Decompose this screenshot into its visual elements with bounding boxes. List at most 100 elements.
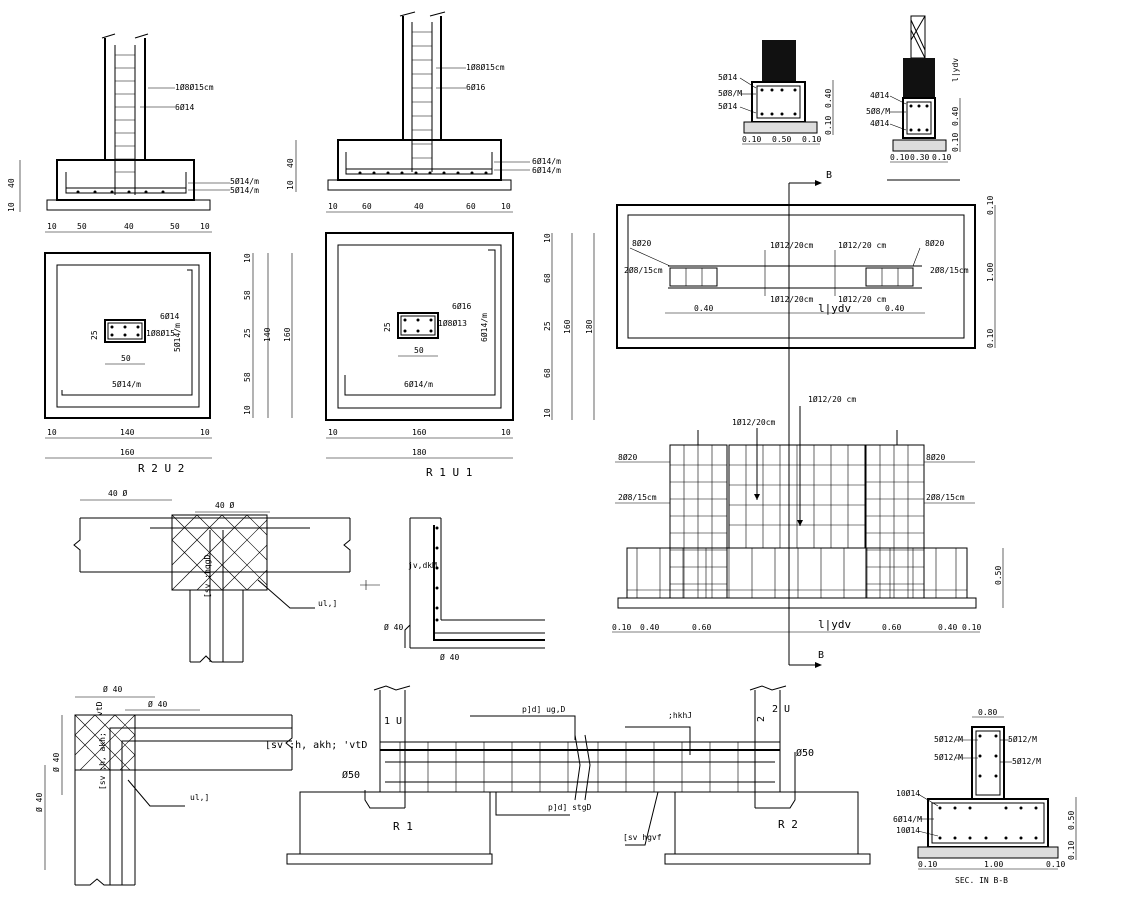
corner-label-2: [sv ;h, akh; 'vtD (265, 740, 367, 751)
plan-dim-1: 0.40 (694, 304, 713, 313)
footing-r2-section: 1Ø8Ø15cm 6Ø14 5Ø14/m 5Ø14/m 40 10 10 50 … (7, 33, 259, 233)
grade-label-bottom-1: p]d] stgD (548, 803, 592, 812)
plan-center-label: l|ydv (818, 302, 851, 315)
section-a-height-1: 0.10 (824, 116, 833, 135)
r1-plan-dim-v-3: 25 (543, 321, 552, 331)
section-b-side-label: l|ydv (951, 58, 960, 82)
plan-dim-h-3: 10 (200, 428, 210, 437)
grade-right-col: 2 U (772, 704, 790, 715)
corner-dim-3: Ø 40 (51, 753, 61, 772)
footing-r2-plan: 6Ø14 1Ø8Ø15 25 50 5Ø14/m 5Ø14/m 10 58 25… (44, 252, 293, 475)
r1-width-dim-5: 10 (501, 202, 511, 211)
r1-plan-col-height: 25 (383, 322, 392, 332)
plan-right-bars: 8Ø20 (925, 238, 944, 248)
plan-total-h: 160 (120, 448, 135, 457)
section-mark-bottom: B (818, 650, 824, 661)
beam-elevation: 1Ø12/20 cm 1Ø12/20cm 8Ø20 8Ø20 2Ø8/15cm … (612, 394, 1004, 633)
bb-top-dim: 0.80 (978, 708, 997, 717)
footing-r1-plan: 6Ø16 1Ø8Ø13 25 50 6Ø14/m 6Ø14/m 10 68 25… (325, 232, 595, 479)
grade-right-footing: R 2 (778, 818, 798, 831)
plan-dim-h-1: 10 (47, 428, 57, 437)
elev-dim-5: 0.40 (938, 623, 957, 632)
plan-col-ties: 1Ø8Ø15 (146, 328, 175, 338)
bb-top-bars: 10Ø14 (896, 788, 920, 798)
tie-beam-section-b: 4Ø14 5Ø8/M 4Ø14 0.10 0.30 0.10 0.10 0.40… (866, 15, 961, 181)
tie-beam-section-a: 5Ø14 5Ø8/M 5Ø14 0.10 0.50 0.10 0.10 0.40 (718, 40, 834, 145)
r1-width-dim-4: 60 (466, 202, 476, 211)
section-bb: 0.80 5Ø12/M 5Ø12/M 5Ø12/M 5Ø12/M 10Ø14 6… (893, 708, 1077, 885)
section-a-top: 5Ø14 (718, 72, 737, 82)
bottom-mesh-label-1: 5Ø14/m (230, 176, 259, 186)
elev-dim-2: 0.40 (640, 623, 659, 632)
height-dim: 40 (7, 178, 16, 188)
r1-plan-dim-h-1: 10 (328, 428, 338, 437)
r1-plan-total-inner-v: 160 (563, 319, 572, 334)
section-a-dim-3: 0.10 (802, 135, 821, 144)
plan-dim-h-2: 140 (120, 428, 135, 437)
elev-dim-4: 0.60 (882, 623, 901, 632)
corner-dim-2: Ø 40 (148, 699, 167, 709)
plan-col-height: 25 (90, 330, 99, 340)
r1-plan-mesh-h: 6Ø14/m (404, 379, 433, 389)
footing-r1-section: 1Ø8Ø15cm 6Ø16 6Ø14/m 6Ø14/m 40 10 10 60 … (286, 11, 561, 213)
elev-dim-1: 0.10 (612, 623, 631, 632)
plan-bottom-bars-1: 1Ø12/20cm (770, 294, 814, 304)
grade-right-col-num: 2 (756, 716, 767, 722)
corner-label-4: ul,] (190, 793, 209, 802)
bb-bottom-bars: 10Ø14 (896, 825, 920, 835)
plan-right-ties: 2Ø8/15cm (930, 265, 969, 275)
plan-left-ties: 2Ø8/15cm (624, 265, 663, 275)
joint1-dim-1: 40 Ø (108, 488, 127, 498)
bb-ties: 6Ø14/M (893, 814, 922, 824)
bb-col-bars-3: 5Ø12/M (934, 752, 963, 762)
elev-left-bars: 8Ø20 (618, 452, 637, 462)
plan-side-dim-3: 0.10 (986, 329, 995, 348)
section-b-dim-2: 0.30 (910, 153, 929, 162)
plan-dim-2: 0.40 (885, 304, 904, 313)
elev-side-dim: 0.50 (994, 566, 1003, 585)
plan-dim-v-3: 25 (243, 328, 252, 338)
width-dim-5: 10 (200, 222, 210, 231)
r1-plan-dim-v-2: 68 (543, 273, 552, 283)
grade-left-col: 1 U (384, 716, 402, 727)
bb-col-bars-1: 5Ø12/M (934, 734, 963, 744)
joint2-dim-1: Ø 40 (384, 622, 403, 632)
r1-plan-col-bars: 6Ø16 (452, 301, 471, 311)
bb-dim-2: 1.00 (984, 860, 1003, 869)
corner-label-3: [sv ;h, akh; (98, 732, 107, 790)
elev-right-bars: 8Ø20 (926, 452, 945, 462)
joint-detail-2: jv,dkM Ø 40 Ø 40 (360, 517, 545, 662)
r1-bottom-mesh-1: 6Ø14/m (532, 156, 561, 166)
bb-dim-3: 0.10 (1046, 860, 1065, 869)
bb-col-bars-2: 5Ø12/M (1008, 734, 1037, 744)
plan-mesh-h: 5Ø14/m (112, 379, 141, 389)
plan-dim-v-1: 10 (243, 253, 252, 263)
grade-beam: 1 U 2 2 U p]d] ug,D ;hkhJ p]d] stgD [sv … (286, 685, 871, 865)
corner-label-1: vtD (95, 701, 104, 716)
bb-col-bars-4: 5Ø12/M (1012, 756, 1041, 766)
section-b-ties: 5Ø8/M (866, 106, 890, 116)
width-dim-1: 10 (47, 222, 57, 231)
section-a-bottom: 5Ø14 (718, 101, 737, 111)
grade-label-bottom-2: [sv hgvf (623, 833, 662, 842)
joint2-label: jv,dkM (408, 561, 437, 570)
r1-plan-col-width: 50 (414, 346, 424, 355)
section-b-top: 4Ø14 (870, 90, 889, 100)
section-mark-top: B (826, 170, 832, 181)
section-b-dim-3: 0.10 (932, 153, 951, 162)
plan-total-v: 160 (283, 327, 292, 342)
r1-ties-label: 1Ø8Ø15cm (466, 62, 505, 72)
plan-mesh-v: 5Ø14/m (172, 323, 182, 352)
grade-bend-left: Ø50 (342, 769, 360, 781)
width-dim-4: 50 (170, 222, 180, 231)
plan-dim-v-5: 10 (243, 405, 252, 415)
r1-plan-total-v: 180 (585, 319, 594, 334)
corner-dim-1: Ø 40 (103, 684, 122, 694)
vertical-bars-label: 6Ø14 (175, 102, 194, 112)
joint1-label-1: [sv ;hqgD (203, 554, 212, 598)
elev-right-ties: 2Ø8/15cm (926, 492, 965, 502)
r1-plan-mesh-v: 6Ø14/m (479, 313, 489, 342)
plan-col-width: 50 (121, 354, 131, 363)
r1-plan-dim-v-5: 10 (543, 408, 552, 418)
